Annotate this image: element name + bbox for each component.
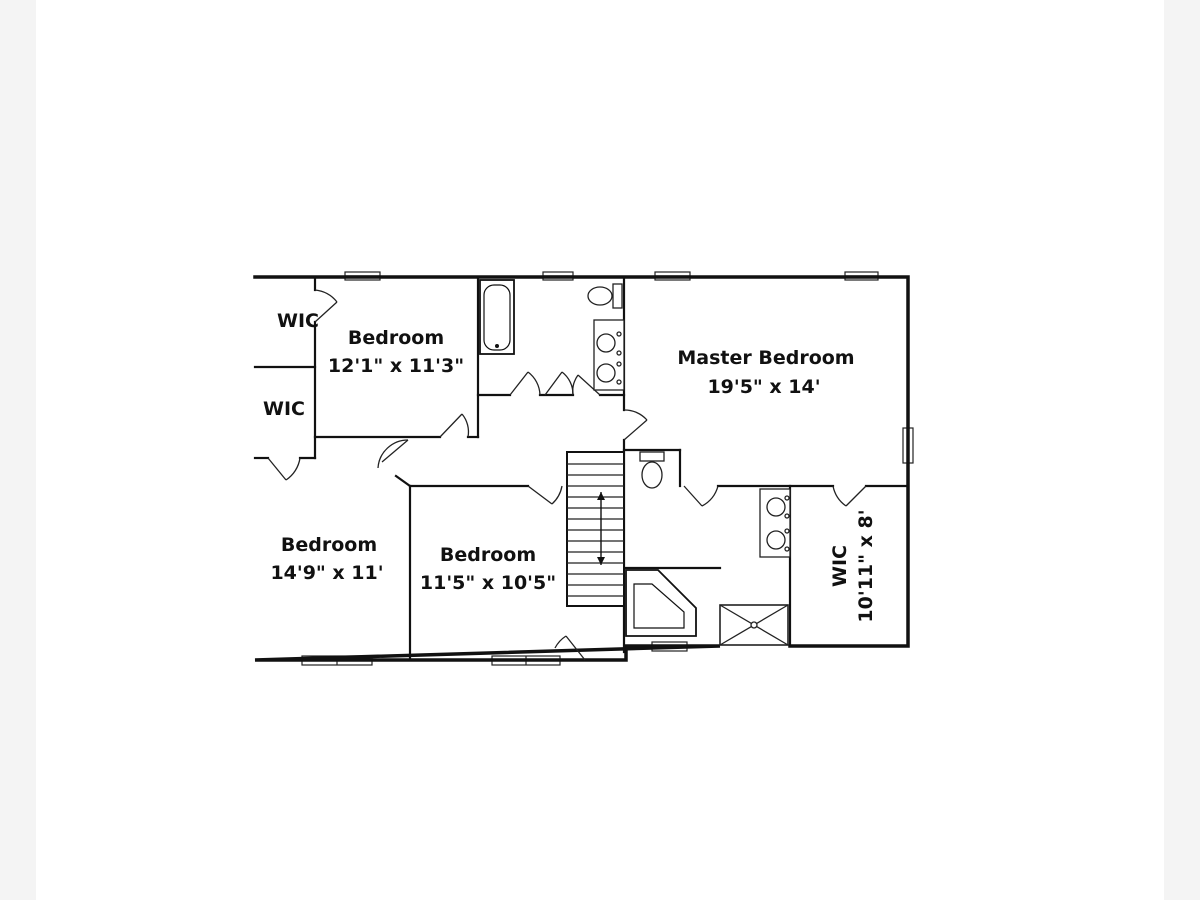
vanity	[593, 319, 625, 391]
door	[572, 374, 601, 396]
room-size-wic-master: 10'11" x 8'	[855, 509, 877, 622]
door	[683, 485, 719, 507]
door	[544, 371, 574, 396]
room-size-bedroom-nw: 12'1" x 11'3"	[328, 355, 464, 377]
door	[554, 635, 586, 661]
toilet	[639, 451, 665, 489]
door	[509, 371, 541, 396]
room-name-bedroom-nw: Bedroom	[348, 327, 444, 349]
vanity	[759, 488, 791, 558]
door	[832, 485, 867, 507]
floor-plan: WIC WIC Bedroom 12'1" x 11'3" Master Bed…	[253, 271, 914, 666]
staircase	[566, 451, 625, 607]
room-name-wic-master: WIC	[829, 545, 851, 587]
door	[314, 289, 338, 323]
floor-plan-canvas: WIC WIC Bedroom 12'1" x 11'3" Master Bed…	[36, 0, 1164, 900]
door	[267, 457, 301, 481]
wic-master-label: WIC 10'11" x 8'	[829, 509, 877, 622]
bathtub	[479, 279, 515, 355]
room-name-bedroom-s: Bedroom	[440, 544, 536, 566]
room-name-bedroom-sw: Bedroom	[281, 534, 377, 556]
door	[439, 413, 470, 438]
room-size-master-bedroom: 19'5" x 14'	[707, 376, 820, 398]
door	[623, 409, 648, 441]
doors	[267, 289, 867, 661]
shower	[719, 604, 789, 646]
room-size-bedroom-s: 11'5" x 10'5"	[420, 572, 556, 594]
room-name-master-bedroom: Master Bedroom	[677, 347, 854, 369]
room-name-wic-top: WIC	[277, 310, 319, 332]
toilet	[587, 283, 623, 309]
room-name-wic-mid: WIC	[263, 398, 305, 420]
room-size-bedroom-sw: 14'9" x 11'	[270, 562, 383, 584]
door	[527, 485, 563, 505]
exterior-wall	[253, 275, 910, 662]
door	[377, 439, 409, 469]
corner-tub	[625, 569, 697, 637]
